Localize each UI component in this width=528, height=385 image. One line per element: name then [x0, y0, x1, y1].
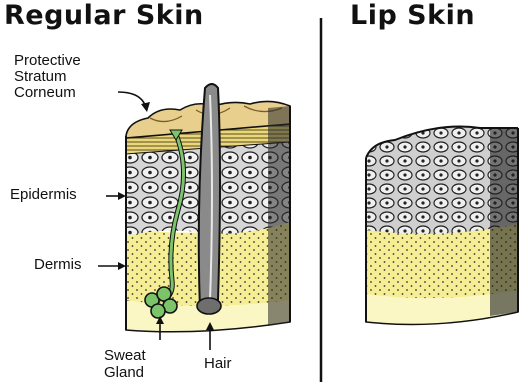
lip-skin-block: [366, 127, 518, 325]
regular-right-edge: [268, 106, 290, 326]
sweat-gland-label-line1: Sweat: [104, 348, 146, 364]
stratum-corneum-label-line3: Corneum: [14, 85, 76, 101]
stratum-corneum-label-line1: Protective: [14, 53, 81, 69]
stratum-corneum-label-line2: Stratum: [14, 69, 67, 85]
epidermis-label: Epidermis: [10, 187, 77, 203]
sweat-gland-label-line2: Gland: [104, 365, 144, 381]
hair-label: Hair: [204, 356, 232, 372]
lip-right-edge: [490, 128, 518, 316]
dermis-label: Dermis: [34, 257, 82, 273]
